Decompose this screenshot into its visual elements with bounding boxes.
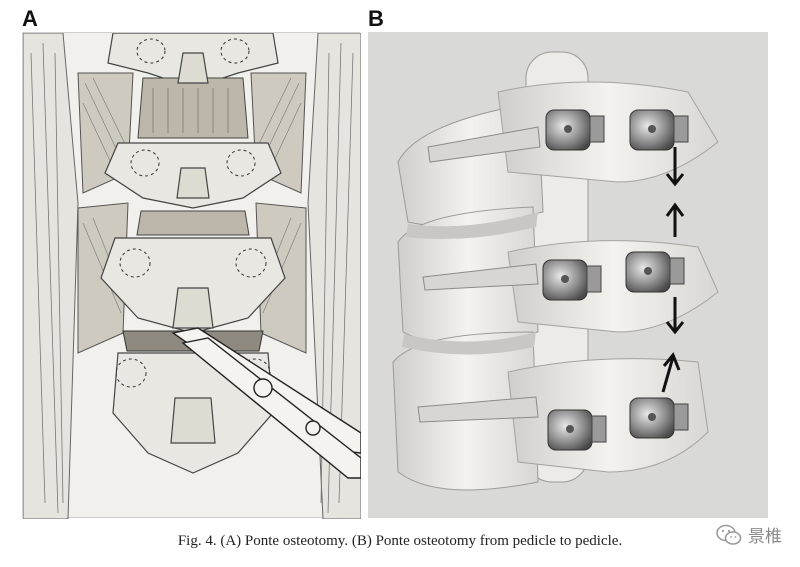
pedicle-to-pedicle-rendering — [392, 51, 719, 491]
panel-a-label: A — [22, 6, 38, 31]
arrow-icon — [661, 147, 685, 393]
wechat-logo-icon — [716, 524, 742, 545]
watermark: 景椎 — [716, 522, 782, 547]
watermark-text: 景椎 — [748, 527, 782, 547]
panel-b-label: B — [368, 6, 384, 31]
ponte-osteotomy-drawing — [22, 32, 362, 520]
figure-caption: Fig. 4. (A) Ponte osteotomy. (B) Ponte o… — [177, 533, 623, 549]
panel-a-illustration — [22, 32, 362, 520]
panel-b-illustration — [368, 32, 768, 518]
